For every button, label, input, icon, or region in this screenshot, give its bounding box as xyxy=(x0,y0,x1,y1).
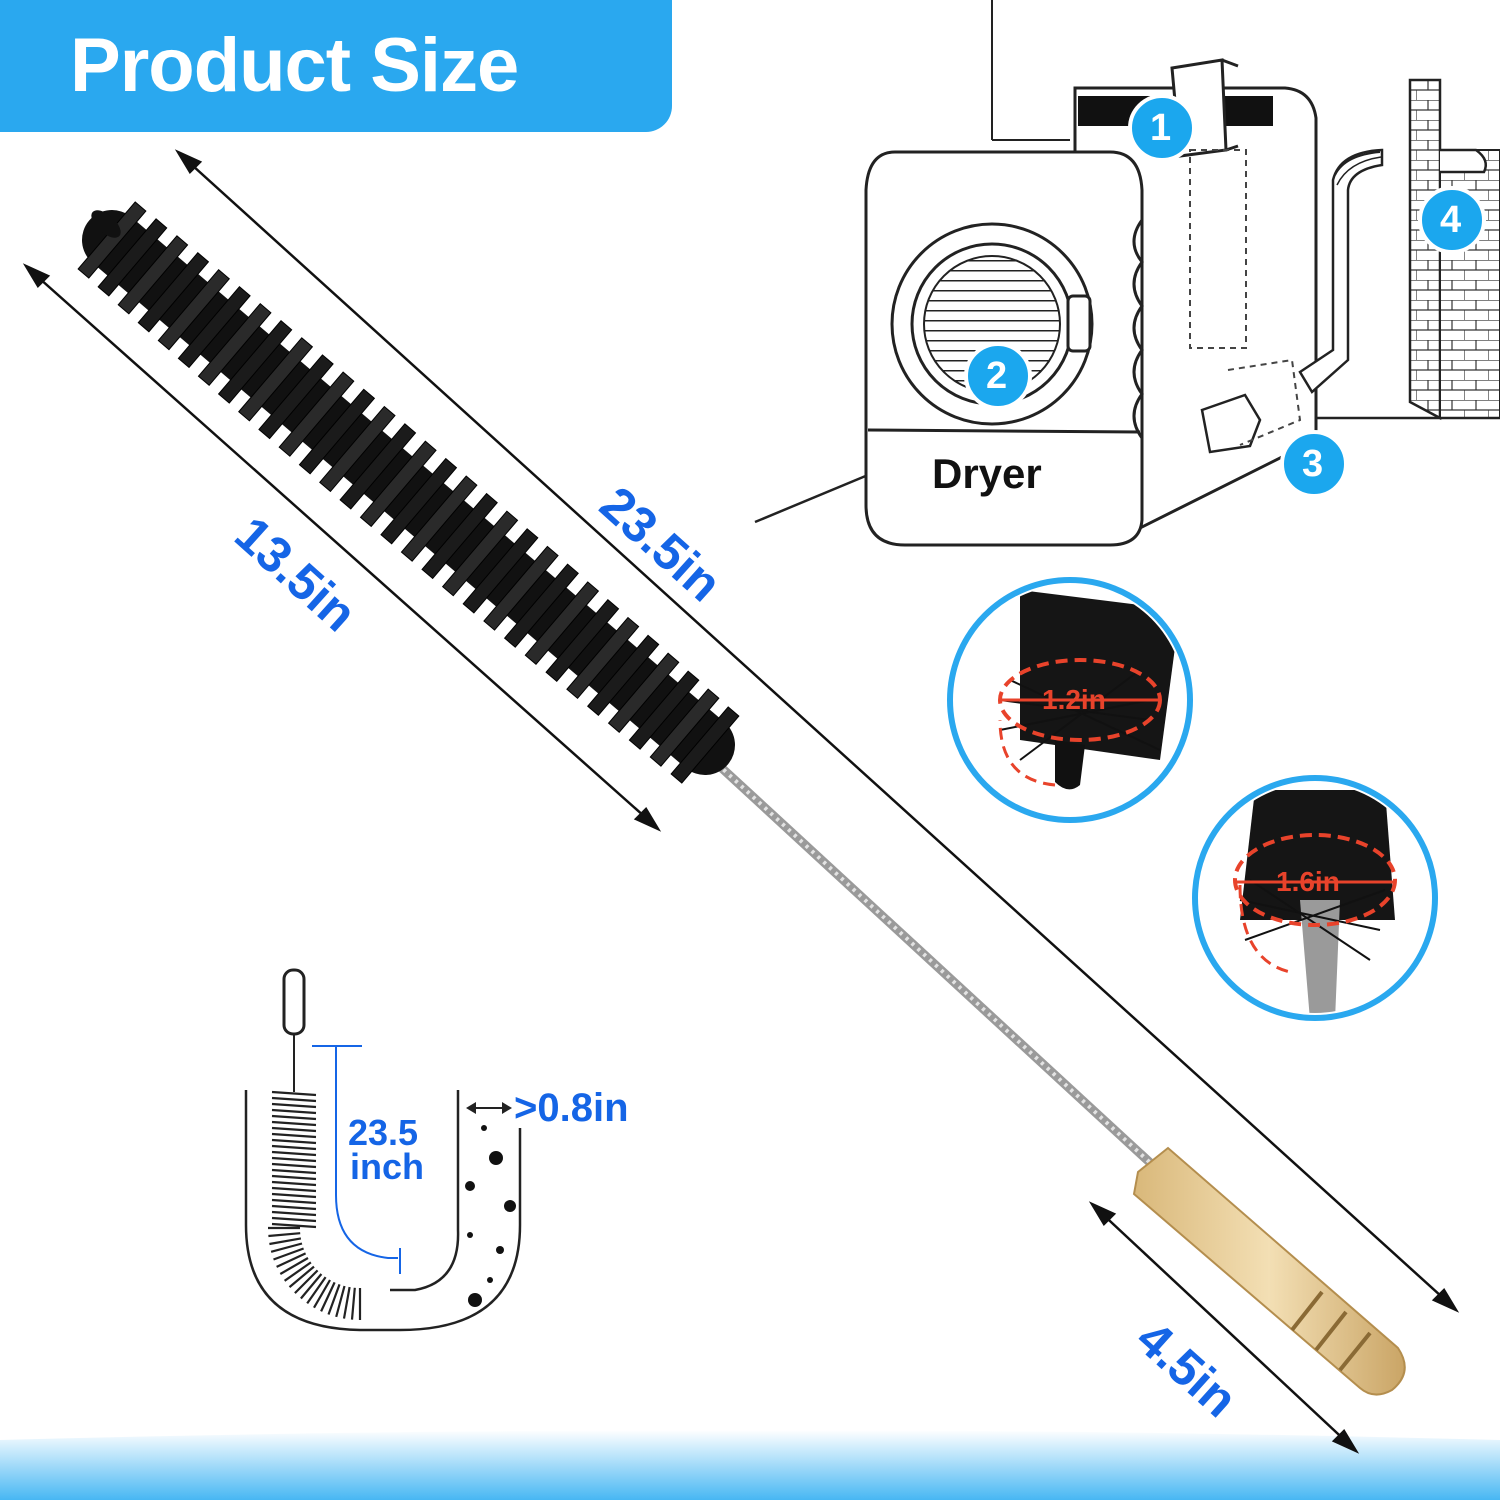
marker-number-3: 3 xyxy=(1302,443,1324,485)
bristle-tuft xyxy=(587,634,660,717)
bristle-tuft xyxy=(607,652,680,733)
large-end-diameter-label: 1.6in xyxy=(1276,866,1340,897)
bristle-tuft xyxy=(117,235,189,315)
marker-number-2: 2 xyxy=(986,355,1008,397)
bristle-tuft xyxy=(628,670,700,750)
bend-length-unit: inch xyxy=(350,1146,425,1187)
bristle-tuft xyxy=(545,599,620,683)
bristle-tuft xyxy=(421,492,498,580)
bristle-tuft xyxy=(462,528,539,614)
bristle-tuft xyxy=(258,354,334,440)
bristle-tuft xyxy=(483,545,559,631)
bristle-tuft xyxy=(400,475,478,562)
bristle-tuft xyxy=(441,510,519,597)
bristle-tuft xyxy=(217,320,293,404)
bend-diagram-bristles xyxy=(268,1090,362,1320)
brush-tip xyxy=(91,210,121,238)
marker-number-4: 4 xyxy=(1440,199,1462,241)
marker-badge-4 xyxy=(1418,186,1486,254)
marker-badge-3 xyxy=(1280,430,1348,498)
bend-bristle-lines xyxy=(268,1090,362,1320)
brush-bristles xyxy=(77,201,740,784)
callout-circle-large-end xyxy=(1192,775,1438,1021)
bristle-tuft xyxy=(359,440,437,528)
bristle-tuft xyxy=(524,581,600,665)
bristle-tuft xyxy=(298,388,376,475)
small-end-diameter-label: 1.2in xyxy=(1042,684,1106,715)
bristle-tuft xyxy=(339,423,417,510)
header-banner: Product Size xyxy=(0,0,672,132)
bristle-tuft xyxy=(566,616,640,700)
bristle-tuft xyxy=(503,563,579,648)
dryer-diagram xyxy=(754,0,1500,547)
dimension-arrows xyxy=(22,149,1460,1454)
bristle-tuft xyxy=(177,285,251,369)
marker-number-1: 1 xyxy=(1150,107,1172,149)
dryer-label: Dryer xyxy=(932,450,1042,497)
marker-badge-1 xyxy=(1128,94,1196,162)
brush-wire xyxy=(695,743,1163,1175)
bottom-band xyxy=(0,1430,1500,1500)
bend-diagram xyxy=(244,968,522,1332)
bristle-tuft xyxy=(238,337,314,422)
marker-badge-2 xyxy=(964,342,1032,410)
bristle-tuft xyxy=(97,218,168,297)
bristle-tuft xyxy=(319,405,396,493)
banner-title: Product Size xyxy=(70,23,519,108)
bristle-tuft xyxy=(649,688,720,767)
callout-circle-small-end xyxy=(947,577,1193,823)
pipe-width-label: >0.8in xyxy=(514,1086,629,1130)
bristle-tuft xyxy=(380,457,458,545)
bristle-tuft xyxy=(157,268,230,351)
bristle-tuft xyxy=(278,371,355,457)
bend-length-number: 23.5 xyxy=(348,1112,419,1153)
bristle-tuft xyxy=(670,706,740,784)
bristle-tuft xyxy=(137,252,210,333)
brush-handle xyxy=(1132,1146,1406,1396)
bristle-tuft xyxy=(197,302,272,386)
